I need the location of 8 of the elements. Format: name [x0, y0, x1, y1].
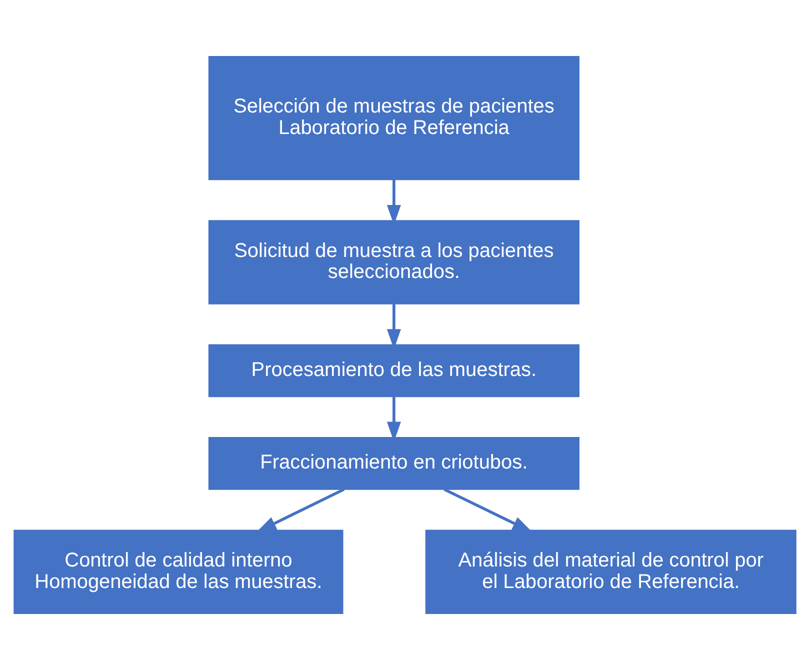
node-box: Selección de muestras de pacientes Laboratorio de Referencia — [208, 56, 580, 180]
node-box: Análisis del material de control por el Laboratorio de Referencia. — [425, 529, 796, 614]
arrow — [444, 488, 532, 532]
node-box: Fraccionamiento en criotubos. — [208, 436, 580, 490]
node-box: Control de calidad interno Homogeneidad de las muestras. — [14, 529, 344, 614]
node-box: Procesamiento de las muestras. — [208, 344, 580, 397]
node-box: Solicitud de muestra a los pacientes seleccionados. — [208, 220, 580, 304]
arrow — [256, 488, 345, 532]
